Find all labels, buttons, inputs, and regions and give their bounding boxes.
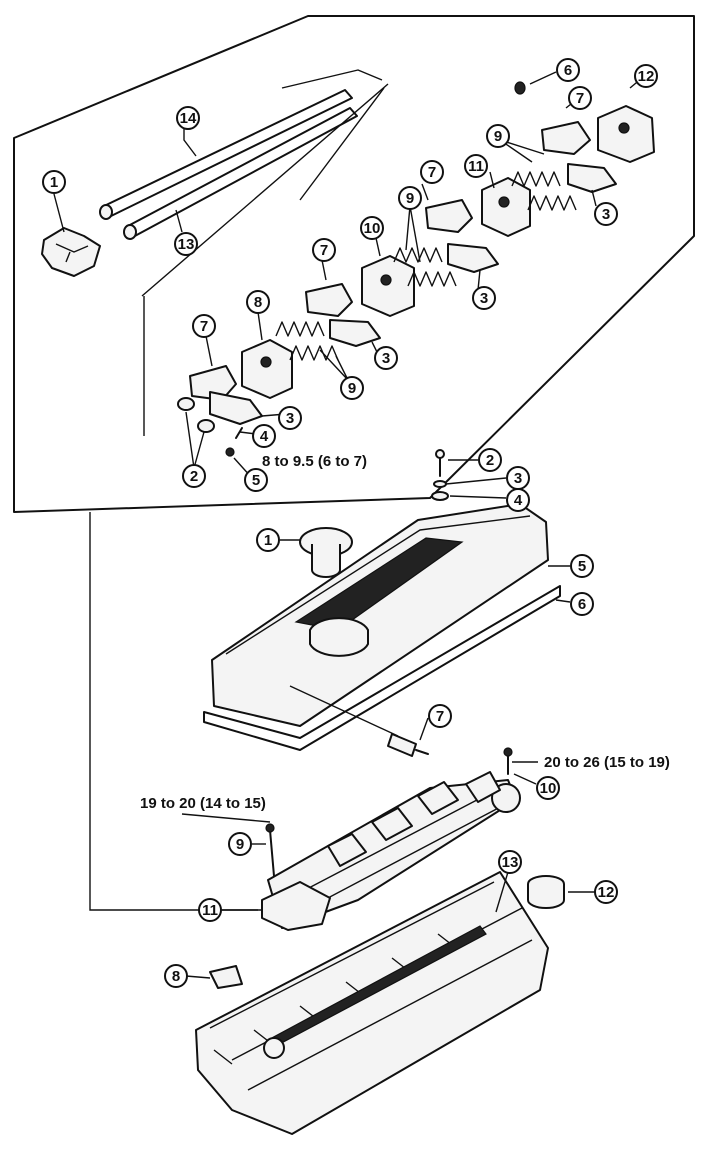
upper-callouts: 1 14 13 6 12 7 9 11 3 7 9 10 3 7 8 3 9 7… bbox=[42, 58, 658, 492]
rocker-supports bbox=[241, 105, 655, 399]
head-leader-lines bbox=[181, 761, 596, 979]
torque-note-bolt-10: 20 to 26 (15 to 19) bbox=[544, 754, 670, 771]
valve-cover bbox=[203, 449, 561, 757]
camshaft-and-bearing-caps bbox=[261, 747, 521, 931]
svg-text:9: 9 bbox=[348, 380, 356, 397]
callout-arm-3c: 3 bbox=[374, 346, 398, 370]
callout-support-12: 12 bbox=[634, 64, 658, 88]
callout-rocker-shaft-13: 13 bbox=[174, 232, 198, 256]
svg-text:8: 8 bbox=[254, 294, 262, 311]
torque-note-rocker-screw: 8 to 9.5 (6 to 7) bbox=[262, 453, 367, 470]
callout-arm-3a: 3 bbox=[594, 202, 618, 226]
svg-text:8: 8 bbox=[172, 968, 180, 985]
callout-rocker-shaft-14: 14 bbox=[176, 106, 200, 130]
callout-screw-5: 5 bbox=[244, 468, 268, 492]
svg-text:3: 3 bbox=[602, 206, 610, 223]
rocker-shafts bbox=[99, 69, 389, 436]
callout-rocker-arm-7b: 7 bbox=[420, 160, 444, 184]
callout-oil-seal-12: 12 bbox=[594, 880, 618, 904]
callout-rocker-arm-7a: 7 bbox=[568, 86, 592, 110]
callout-cover-bolt-2: 2 bbox=[478, 448, 502, 472]
callout-arm-3b: 3 bbox=[472, 286, 496, 310]
callout-rocker-arm-7c: 7 bbox=[312, 238, 336, 262]
svg-text:7: 7 bbox=[200, 318, 208, 335]
head-callouts: 10 9 11 13 12 8 20 to 26 (15 to 19) 19 t… bbox=[140, 754, 670, 988]
svg-text:7: 7 bbox=[576, 90, 584, 107]
svg-text:7: 7 bbox=[320, 242, 328, 259]
svg-text:14: 14 bbox=[180, 110, 197, 127]
svg-text:3: 3 bbox=[286, 410, 294, 427]
svg-text:13: 13 bbox=[178, 236, 195, 253]
svg-text:9: 9 bbox=[406, 190, 414, 207]
svg-text:12: 12 bbox=[598, 884, 615, 901]
callout-pin-4: 4 bbox=[252, 424, 276, 448]
callout-bearing-cap-11: 11 bbox=[198, 898, 222, 922]
callout-cover-seal-4: 4 bbox=[506, 488, 530, 512]
callout-rocker-arm-7d: 7 bbox=[192, 314, 216, 338]
callout-spring-9a: 9 bbox=[486, 124, 510, 148]
small-washers-and-pins bbox=[177, 81, 526, 457]
callout-spring-9c: 9 bbox=[340, 376, 364, 400]
callout-spring-9b: 9 bbox=[398, 186, 422, 210]
callout-gasket-6: 6 bbox=[570, 592, 594, 616]
svg-text:4: 4 bbox=[260, 428, 269, 445]
cover-callouts: 2 3 4 1 5 6 7 bbox=[256, 448, 594, 728]
callout-support-11: 11 bbox=[464, 154, 488, 178]
callout-support-8: 8 bbox=[246, 290, 270, 314]
svg-text:7: 7 bbox=[436, 708, 444, 725]
svg-text:2: 2 bbox=[190, 468, 198, 485]
svg-text:9: 9 bbox=[236, 836, 244, 853]
callout-support-10: 10 bbox=[360, 216, 384, 240]
callout-pin-6: 6 bbox=[556, 58, 580, 82]
svg-text:4: 4 bbox=[514, 492, 523, 509]
callout-cover-washer-3: 3 bbox=[506, 466, 530, 490]
cylinder-head bbox=[195, 871, 565, 1135]
torque-note-bolt-9: 19 to 20 (14 to 15) bbox=[140, 795, 266, 812]
shaft-end-bracket bbox=[41, 227, 101, 277]
svg-text:13: 13 bbox=[502, 854, 519, 871]
callout-plug-8: 8 bbox=[164, 964, 188, 988]
svg-text:3: 3 bbox=[382, 350, 390, 367]
callout-cap-bolt-9: 9 bbox=[228, 832, 252, 856]
svg-text:7: 7 bbox=[428, 164, 436, 181]
callout-cover-5: 5 bbox=[570, 554, 594, 578]
rocker-springs bbox=[275, 171, 577, 361]
svg-text:10: 10 bbox=[364, 220, 381, 237]
callout-oil-cap-1: 1 bbox=[256, 528, 280, 552]
svg-text:5: 5 bbox=[578, 558, 586, 575]
callout-arm-3d: 3 bbox=[278, 406, 302, 430]
svg-text:12: 12 bbox=[638, 68, 655, 85]
svg-text:6: 6 bbox=[564, 62, 572, 79]
svg-text:6: 6 bbox=[578, 596, 586, 613]
callout-camshaft-13: 13 bbox=[498, 850, 522, 874]
callout-pcv-7: 7 bbox=[428, 704, 452, 728]
svg-text:1: 1 bbox=[264, 532, 272, 549]
callout-shaft-bracket: 1 bbox=[42, 170, 66, 194]
svg-text:3: 3 bbox=[480, 290, 488, 307]
callout-washer-2: 2 bbox=[182, 464, 206, 488]
svg-text:9: 9 bbox=[494, 128, 502, 145]
svg-text:1: 1 bbox=[50, 174, 58, 191]
svg-text:5: 5 bbox=[252, 472, 260, 489]
svg-text:10: 10 bbox=[540, 780, 557, 797]
svg-text:2: 2 bbox=[486, 452, 494, 469]
rocker-arms bbox=[189, 121, 617, 425]
svg-text:11: 11 bbox=[468, 158, 484, 175]
callout-cap-bolt-10: 10 bbox=[536, 776, 560, 800]
cover-leader-lines bbox=[280, 459, 571, 741]
svg-text:11: 11 bbox=[202, 902, 218, 919]
svg-text:3: 3 bbox=[514, 470, 522, 487]
